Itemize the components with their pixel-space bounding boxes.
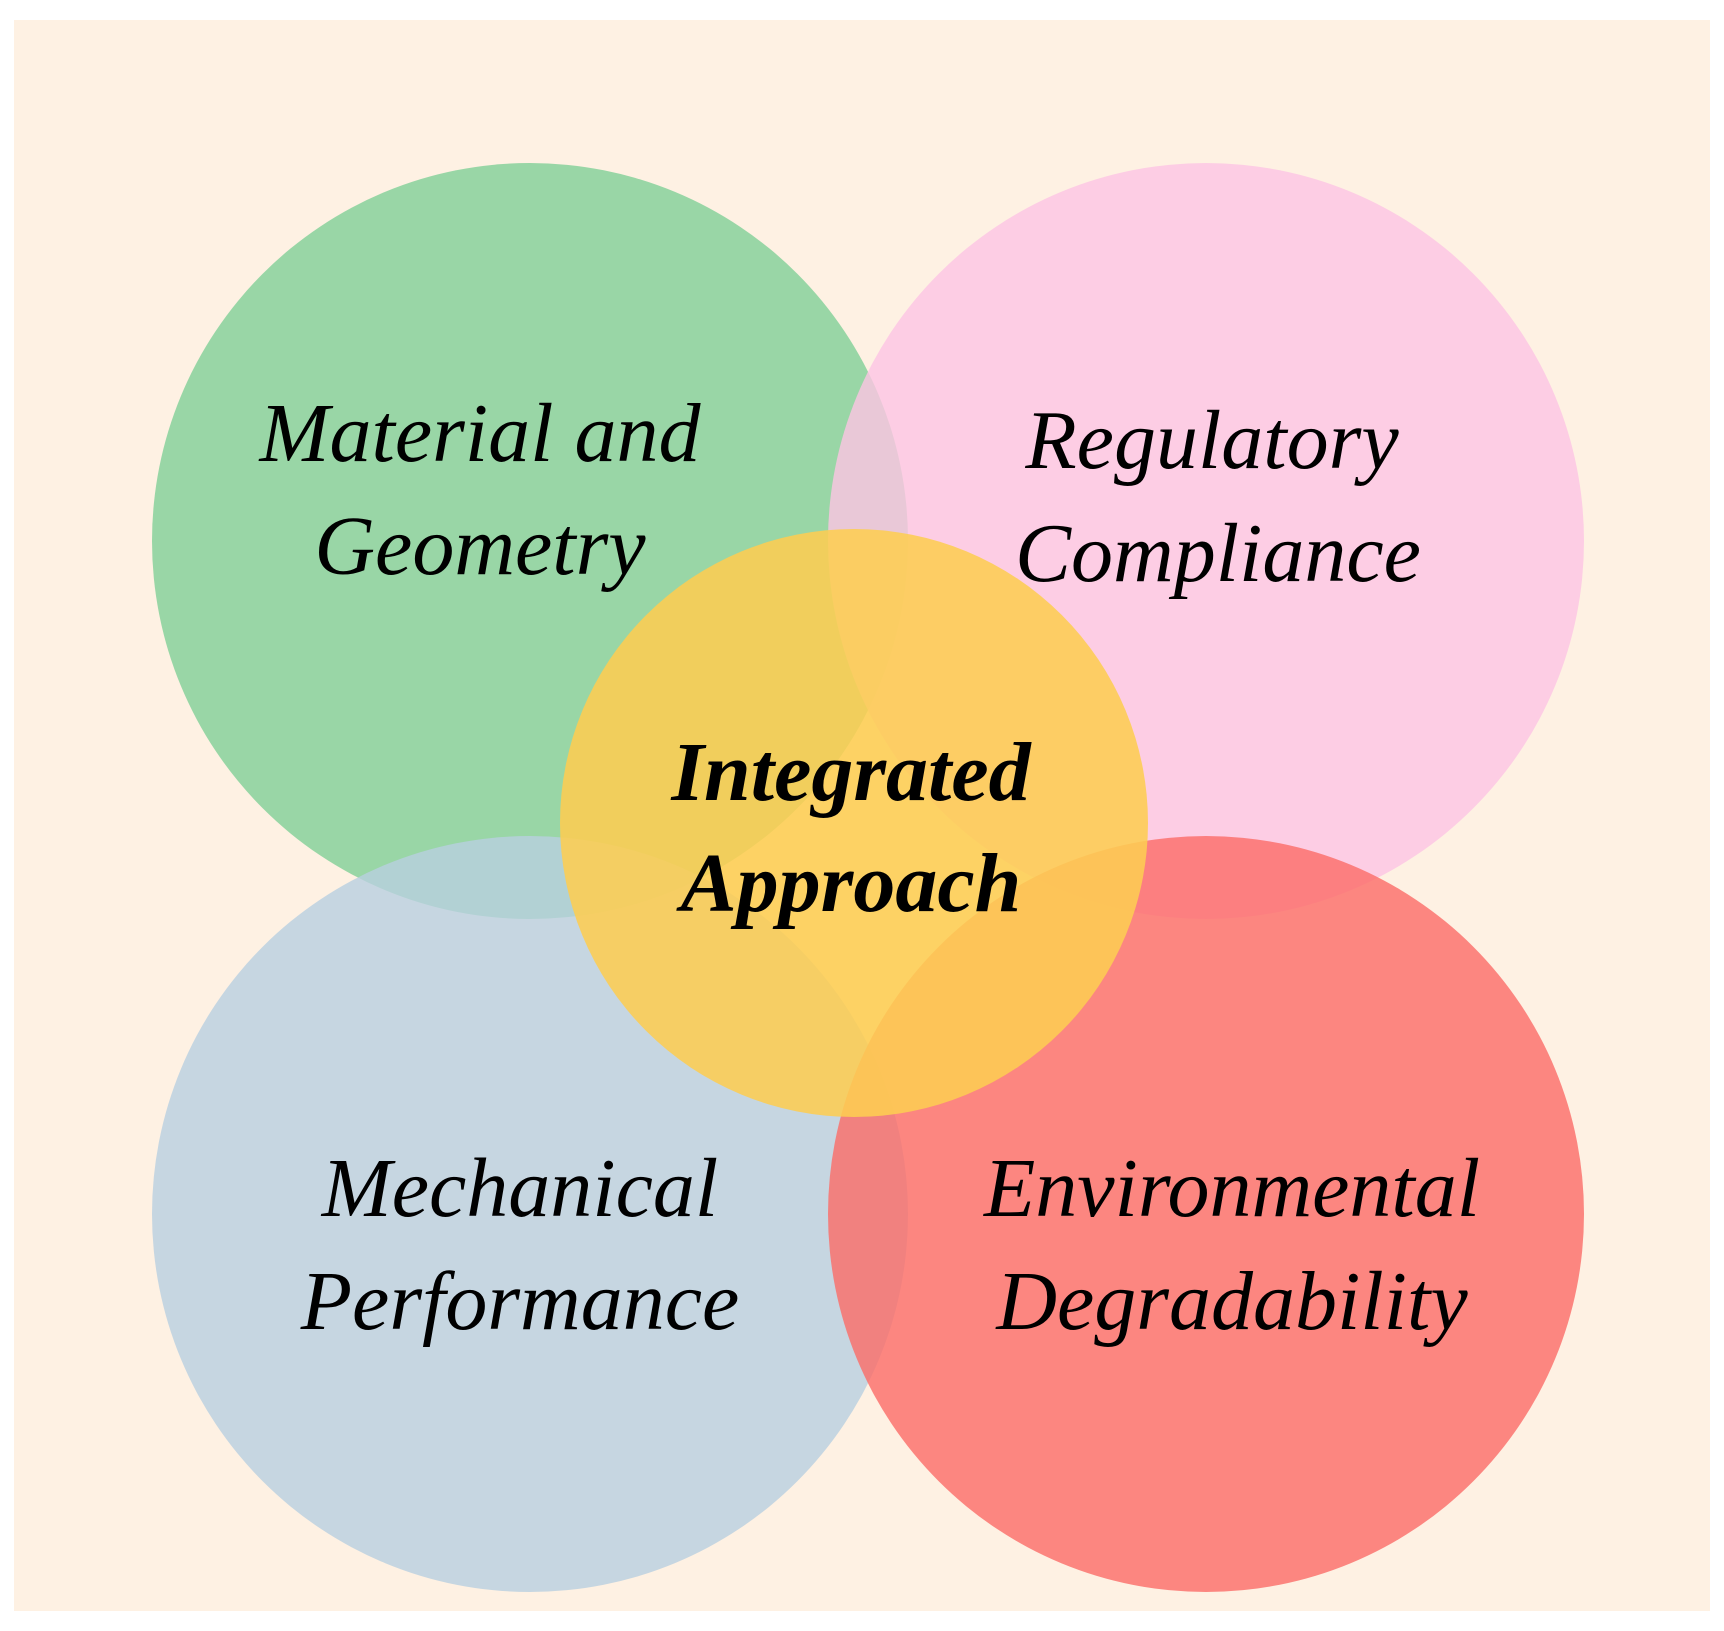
label-material-line2: Geometry [314, 500, 646, 593]
label-regulatory-line1: Regulatory [1024, 394, 1399, 487]
label-environmental-line2: Degradability [995, 1255, 1468, 1348]
label-regulatory-line2: Compliance [1015, 507, 1421, 600]
label-material-line1: Material and [259, 387, 702, 480]
label-environmental-line1: Environmental [983, 1142, 1480, 1235]
circle-center-shape [560, 529, 1148, 1117]
label-mechanical-line1: Mechanical [321, 1142, 719, 1235]
label-mechanical-line2: Performance [300, 1255, 740, 1348]
circle-integrated-approach [560, 529, 1148, 1117]
label-center-line1: Integrated [670, 726, 1032, 819]
label-center-line2: Approach [676, 837, 1022, 930]
